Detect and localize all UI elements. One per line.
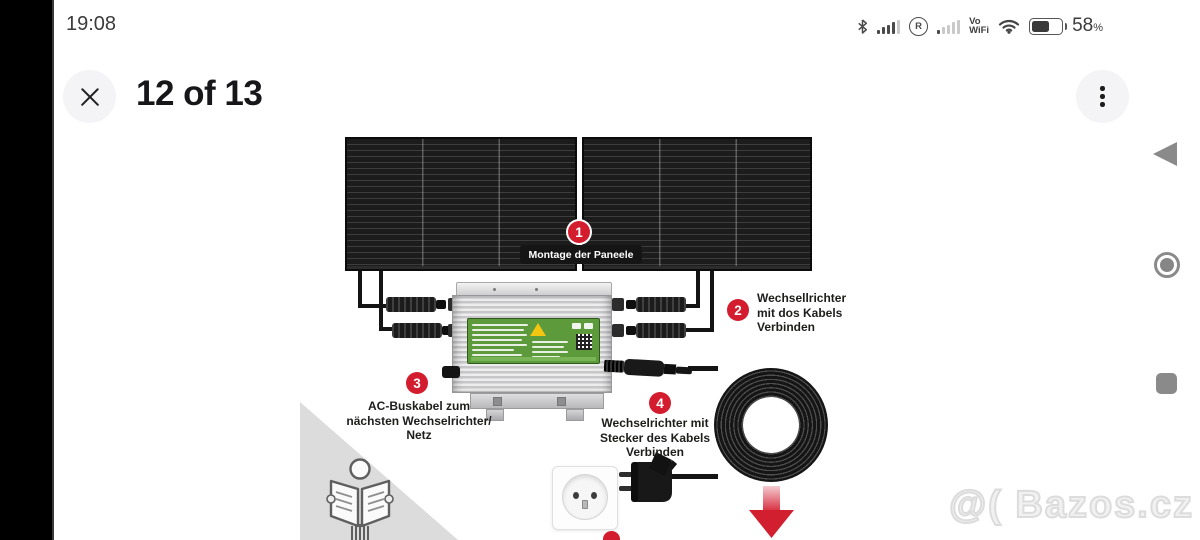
battery-icon <box>1029 17 1068 35</box>
down-arrow <box>763 486 780 512</box>
inverter-dc-stub <box>612 298 624 311</box>
dc-wire <box>358 271 362 308</box>
more-options-button[interactable] <box>1076 70 1129 123</box>
mc4-connector <box>636 323 686 338</box>
mc4-connector <box>392 323 442 338</box>
warning-triangle-icon <box>530 323 546 336</box>
bracket-tab <box>566 409 584 421</box>
inverter-side-port <box>442 366 460 378</box>
reading-person-icon <box>326 458 394 540</box>
socket-hole <box>591 492 597 499</box>
inverter-dc-stub <box>612 324 624 337</box>
dc-wire <box>358 304 394 308</box>
wifi-icon <box>998 19 1020 34</box>
down-arrow-head <box>749 510 794 538</box>
socket-earth-pin <box>582 500 588 509</box>
kebab-menu-icon <box>1100 86 1105 107</box>
step-3-badge: 3 <box>406 372 428 394</box>
ac-cable <box>660 474 718 479</box>
step-1-badge: 1 <box>568 221 590 243</box>
signal-strength-icon-2 <box>937 19 961 34</box>
mc4-connector-tip <box>626 326 636 335</box>
mc4-connector-tip <box>442 326 452 335</box>
camera-cutout-bar <box>0 0 54 540</box>
back-button[interactable] <box>1153 142 1177 166</box>
inverter-spec-label <box>467 318 600 364</box>
ac-cable <box>688 366 718 371</box>
cert-mark <box>584 323 593 329</box>
power-plug-icon <box>619 452 672 502</box>
home-button[interactable] <box>1154 252 1180 278</box>
dc-wire <box>696 271 700 308</box>
socket-hole <box>573 492 579 499</box>
recents-button[interactable] <box>1156 373 1177 394</box>
step-2-badge: 2 <box>727 299 749 321</box>
mc4-connector-tip <box>436 300 446 309</box>
solar-panel-left <box>345 137 577 271</box>
bluetooth-icon <box>858 18 868 34</box>
dc-wire <box>710 271 714 332</box>
mc4-connector-tip <box>626 300 636 309</box>
step-1-label: Montage der Paneele <box>520 245 642 264</box>
dc-wire <box>686 304 700 308</box>
panel-gap <box>577 135 582 273</box>
mounting-bracket <box>470 393 604 409</box>
dc-wire <box>379 327 395 331</box>
close-icon <box>78 85 102 109</box>
signal-strength-icon <box>877 19 901 34</box>
ce-mark <box>572 323 581 329</box>
roaming-icon: R <box>909 16 929 36</box>
page-title: 12 of 13 <box>136 74 263 113</box>
bracket-tab <box>486 409 504 421</box>
step-4-badge: 4 <box>649 392 671 414</box>
qr-code <box>576 334 592 350</box>
close-button[interactable] <box>63 70 116 123</box>
watermark: @( Bazos.cz <box>948 483 1194 527</box>
mc4-connector <box>636 297 686 312</box>
dc-wire <box>686 328 714 332</box>
dc-wire <box>379 271 383 331</box>
socket-recess <box>562 474 608 520</box>
mc4-connector <box>386 297 436 312</box>
step-badge-cropped <box>603 531 620 540</box>
ac-output-connector <box>603 358 693 379</box>
clock: 19:08 <box>66 13 117 35</box>
battery-percent: 58% <box>1072 15 1103 36</box>
